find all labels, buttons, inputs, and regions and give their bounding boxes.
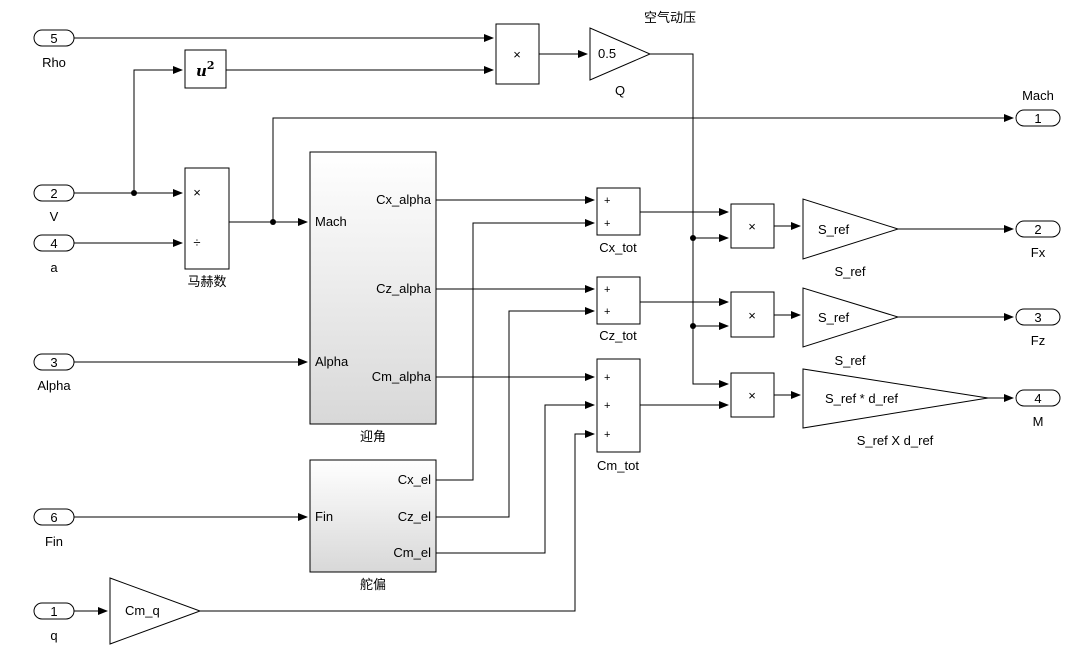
svg-text:4: 4 xyxy=(50,236,57,251)
gain-cm-q[interactable]: Cm_q xyxy=(109,577,202,645)
gain-s-ref-fz[interactable]: S_ref S_ref xyxy=(802,287,900,368)
svg-text:×: × xyxy=(748,388,756,403)
product-fz[interactable]: × xyxy=(730,291,775,338)
svg-text:Mach: Mach xyxy=(1022,88,1054,103)
svg-text:M: M xyxy=(1033,414,1044,429)
wire-q-bus[interactable] xyxy=(650,53,729,388)
junction-dot xyxy=(270,219,276,225)
inport-rho[interactable]: 5 Rho xyxy=(33,29,75,70)
svg-text:+: + xyxy=(604,284,610,296)
svg-text:a: a xyxy=(50,260,58,275)
svg-text:1: 1 xyxy=(50,604,57,619)
dynamic-pressure-product[interactable]: × xyxy=(495,23,540,85)
svg-text:0.5: 0.5 xyxy=(598,46,616,61)
square-block[interactable]: u2 xyxy=(184,49,227,89)
svg-text:S_ref: S_ref xyxy=(834,353,865,368)
svg-text:+: + xyxy=(604,195,610,207)
svg-text:S_ref: S_ref xyxy=(818,310,849,325)
svg-text:舵偏: 舵偏 xyxy=(360,578,386,593)
svg-text:+: + xyxy=(604,400,610,412)
svg-text:Fx: Fx xyxy=(1031,245,1046,260)
svg-text:马赫数: 马赫数 xyxy=(187,275,226,290)
mach-divide-block[interactable]: × ÷ 马赫数 xyxy=(184,167,230,290)
wire-cx-el[interactable] xyxy=(436,219,595,481)
svg-text:+: + xyxy=(604,372,610,384)
svg-text:迎角: 迎角 xyxy=(360,430,386,445)
sum-cm-tot[interactable]: + + + Cm_tot xyxy=(596,358,641,473)
outport-mach[interactable]: Mach 1 xyxy=(1015,88,1061,127)
svg-text:S_ref X d_ref: S_ref X d_ref xyxy=(857,433,934,448)
alpha-subsystem[interactable]: Mach Alpha Cx_alpha Cz_alpha Cm_alpha 迎角 xyxy=(309,151,437,445)
inport-q[interactable]: 1 q xyxy=(33,602,75,643)
gain-s-ref-fx[interactable]: S_ref S_ref xyxy=(802,198,900,279)
wire-cm-el[interactable] xyxy=(436,401,595,554)
gain-s-ref-d-ref[interactable]: S_ref * d_ref S_ref X d_ref xyxy=(802,368,989,448)
junction-dot xyxy=(690,323,696,329)
svg-text:Rho: Rho xyxy=(42,55,66,70)
svg-text:×: × xyxy=(193,185,201,200)
svg-text:Alpha: Alpha xyxy=(37,378,71,393)
svg-text:q: q xyxy=(50,628,57,643)
svg-text:×: × xyxy=(748,308,756,323)
dynamic-pressure-label: 空气动压 xyxy=(644,10,696,26)
junction-dot xyxy=(131,190,137,196)
svg-text:3: 3 xyxy=(50,355,57,370)
svg-text:Fin: Fin xyxy=(45,534,63,549)
elevator-subsystem[interactable]: Fin Cx_el Cz_el Cm_el 舵偏 xyxy=(309,459,437,593)
outport-fz[interactable]: 3 Fz xyxy=(1015,308,1061,348)
svg-text:S_ref * d_ref: S_ref * d_ref xyxy=(825,391,898,406)
svg-text:Cx_el: Cx_el xyxy=(398,472,431,487)
svg-text:+: + xyxy=(604,429,610,441)
inport-a[interactable]: 4 a xyxy=(33,234,75,275)
svg-text:4: 4 xyxy=(1034,391,1041,406)
svg-text:÷: ÷ xyxy=(193,235,200,250)
svg-text:×: × xyxy=(513,47,521,62)
inport-v[interactable]: 2 V xyxy=(33,184,75,224)
wire-mach-out[interactable] xyxy=(272,114,1014,222)
svg-text:6: 6 xyxy=(50,510,57,525)
svg-text:Cm_q: Cm_q xyxy=(125,603,160,618)
sum-cx-tot[interactable]: + + Cx_tot xyxy=(596,187,641,255)
svg-text:Cm_tot: Cm_tot xyxy=(597,458,639,473)
svg-text:2: 2 xyxy=(1034,222,1041,237)
svg-text:Alpha: Alpha xyxy=(315,354,349,369)
svg-text:S_ref: S_ref xyxy=(834,264,865,279)
svg-text:u2: u2 xyxy=(196,59,215,80)
inport-fin[interactable]: 6 Fin xyxy=(33,508,75,549)
svg-text:Cm_el: Cm_el xyxy=(393,545,431,560)
wire-cmq[interactable] xyxy=(200,430,595,612)
svg-text:Q: Q xyxy=(615,83,625,98)
svg-text:3: 3 xyxy=(1034,310,1041,325)
junction-dot xyxy=(690,235,696,241)
svg-text:1: 1 xyxy=(1034,111,1041,126)
svg-text:Cz_tot: Cz_tot xyxy=(599,328,637,343)
outport-fx[interactable]: 2 Fx xyxy=(1015,220,1061,260)
svg-text:V: V xyxy=(50,209,59,224)
svg-text:×: × xyxy=(748,219,756,234)
svg-text:Cx_alpha: Cx_alpha xyxy=(376,192,432,207)
outport-m[interactable]: 4 M xyxy=(1015,389,1061,429)
svg-text:S_ref: S_ref xyxy=(818,222,849,237)
svg-text:Fz: Fz xyxy=(1031,333,1045,348)
svg-text:2: 2 xyxy=(50,186,57,201)
wire-v-branch[interactable] xyxy=(133,66,183,193)
svg-text:Cz_alpha: Cz_alpha xyxy=(376,281,432,296)
svg-text:Cz_el: Cz_el xyxy=(398,509,431,524)
svg-text:Fin: Fin xyxy=(315,509,333,524)
svg-text:+: + xyxy=(604,306,610,318)
svg-text:+: + xyxy=(604,218,610,230)
svg-text:Cm_alpha: Cm_alpha xyxy=(372,369,432,384)
product-fx[interactable]: × xyxy=(730,203,775,249)
product-m[interactable]: × xyxy=(730,372,775,418)
wire-cz-el[interactable] xyxy=(436,307,595,518)
signal-lines xyxy=(74,34,1014,615)
q-gain[interactable]: 0.5 Q xyxy=(589,27,652,98)
sum-cz-tot[interactable]: + + Cz_tot xyxy=(596,276,641,343)
svg-text:Mach: Mach xyxy=(315,214,347,229)
inport-alpha[interactable]: 3 Alpha xyxy=(33,353,75,393)
svg-text:5: 5 xyxy=(50,31,57,46)
svg-text:Cx_tot: Cx_tot xyxy=(599,240,637,255)
